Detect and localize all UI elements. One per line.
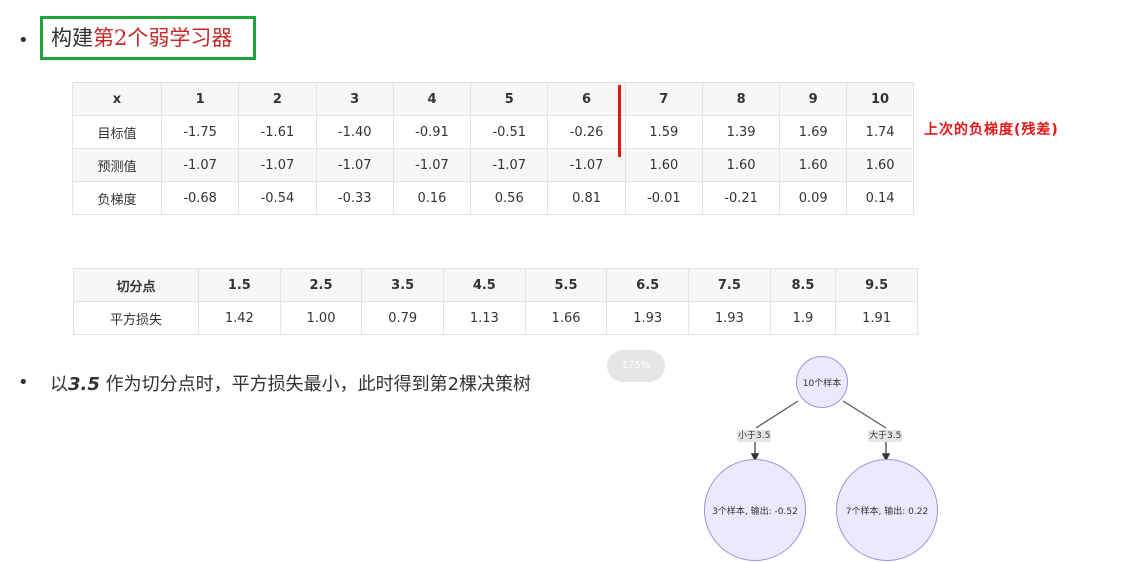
table-cell: -1.40 (315, 115, 394, 149)
row-label: 平方损失 (73, 301, 199, 335)
table-cell: 1.13 (443, 301, 526, 335)
gradient-table: x 1 2 3 4 5 6 7 8 9 10 目标值 -1.75 -1.61 -… (72, 82, 914, 215)
table-row-target: 目标值 -1.75 -1.61 -1.40 -0.91 -0.51 -0.26 … (72, 115, 914, 149)
table-cell: 1.93 (606, 301, 690, 335)
table-cell: 0.81 (547, 181, 626, 215)
header-cell: 5 (470, 82, 549, 116)
header-cell: 8 (701, 82, 781, 116)
table-cell: -1.07 (392, 148, 472, 182)
conclusion-split-value: 3.5 (68, 374, 100, 395)
table-cell: 0.14 (846, 181, 914, 215)
tree-root-node: 10个样本 (796, 356, 848, 408)
tree-left-leaf: 3个样本, 输出: -0.52 (704, 459, 806, 561)
right-leaf-label: 7个样本, 输出: 0.22 (845, 506, 929, 517)
header-cell: 7 (624, 82, 703, 116)
table-cell: -1.07 (238, 148, 317, 182)
table-cell: 1.91 (835, 301, 918, 335)
tree-right-leaf: 7个样本, 输出: 0.22 (836, 459, 938, 561)
table-cell: -1.07 (160, 148, 240, 182)
table-cell: 1.60 (779, 148, 848, 182)
conclusion-prefix: 以 (50, 374, 68, 395)
header-cell: 9.5 (835, 268, 918, 302)
title-highlight: 第2个弱学习器 (93, 26, 233, 50)
header-cell: 3.5 (361, 268, 445, 302)
table-cell: 1.69 (779, 115, 848, 149)
row-label: 负梯度 (72, 181, 162, 215)
row-label: 预测值 (72, 148, 162, 182)
table-cell: 1.59 (624, 115, 703, 149)
table-cell: 0.79 (361, 301, 445, 335)
root-node-label: 10个样本 (802, 378, 842, 389)
table-cell: -0.01 (624, 181, 703, 215)
table-cell: -0.21 (701, 181, 781, 215)
header-cell: 3 (315, 82, 394, 116)
left-edge-label: 小于3.5 (737, 430, 772, 442)
table-cell: 0.16 (392, 181, 472, 215)
edge-right (842, 400, 887, 429)
right-edge-label: 大于3.5 (868, 430, 903, 442)
table-cell: 1.66 (524, 301, 608, 335)
table-cell: -0.51 (470, 115, 549, 149)
bullet-1: • (18, 30, 29, 51)
header-cell: 4.5 (443, 268, 526, 302)
table-cell: -0.26 (547, 115, 626, 149)
table-cell: -1.61 (238, 115, 317, 149)
table-cell: 1.00 (279, 301, 363, 335)
header-cell: 6.5 (606, 268, 690, 302)
left-leaf-label: 3个样本, 输出: -0.52 (712, 506, 798, 517)
header-cell: 1.5 (198, 268, 281, 302)
split-table-header: 切分点 1.5 2.5 3.5 4.5 5.5 6.5 7.5 8.5 9.5 (73, 268, 918, 302)
gradient-table-header: x 1 2 3 4 5 6 7 8 9 10 (72, 82, 914, 116)
split-marker-line (618, 85, 621, 157)
table-row-negative-gradient: 负梯度 -0.68 -0.54 -0.33 0.16 0.56 0.81 -0.… (72, 181, 914, 215)
table-row-prediction: 预测值 -1.07 -1.07 -1.07 -1.07 -1.07 -1.07 … (72, 148, 914, 182)
header-cell: 10 (846, 82, 914, 116)
header-cell: 2.5 (279, 268, 363, 302)
table-cell: 1.74 (846, 115, 914, 149)
table-cell: 0.56 (470, 181, 549, 215)
table-cell: 1.9 (769, 301, 837, 335)
table-cell: 1.60 (701, 148, 781, 182)
table-cell: -0.54 (238, 181, 317, 215)
conclusion-text: 以3.5 作为切分点时，平方损失最小，此时得到第2棵决策树 (50, 370, 531, 396)
residual-annotation: 上次的负梯度(残差) (924, 122, 1059, 138)
table-cell: 1.93 (688, 301, 771, 335)
edge-left (755, 400, 799, 429)
title-prefix: 构建 (51, 26, 93, 50)
bullet-2: • (18, 372, 29, 393)
slide-title: 构建第2个弱学习器 (40, 16, 256, 60)
conclusion-suffix: 作为切分点时，平方损失最小，此时得到第2棵决策树 (99, 374, 532, 395)
table-row-squared-loss: 平方损失 1.42 1.00 0.79 1.13 1.66 1.93 1.93 … (73, 301, 918, 335)
zoom-indicator: 175% (607, 350, 665, 382)
table-cell: -1.07 (315, 148, 394, 182)
table-cell: 0.09 (779, 181, 848, 215)
header-cell: 5.5 (524, 268, 608, 302)
table-cell: 1.60 (846, 148, 914, 182)
header-cell: 2 (238, 82, 317, 116)
split-loss-table: 切分点 1.5 2.5 3.5 4.5 5.5 6.5 7.5 8.5 9.5 … (73, 268, 918, 335)
